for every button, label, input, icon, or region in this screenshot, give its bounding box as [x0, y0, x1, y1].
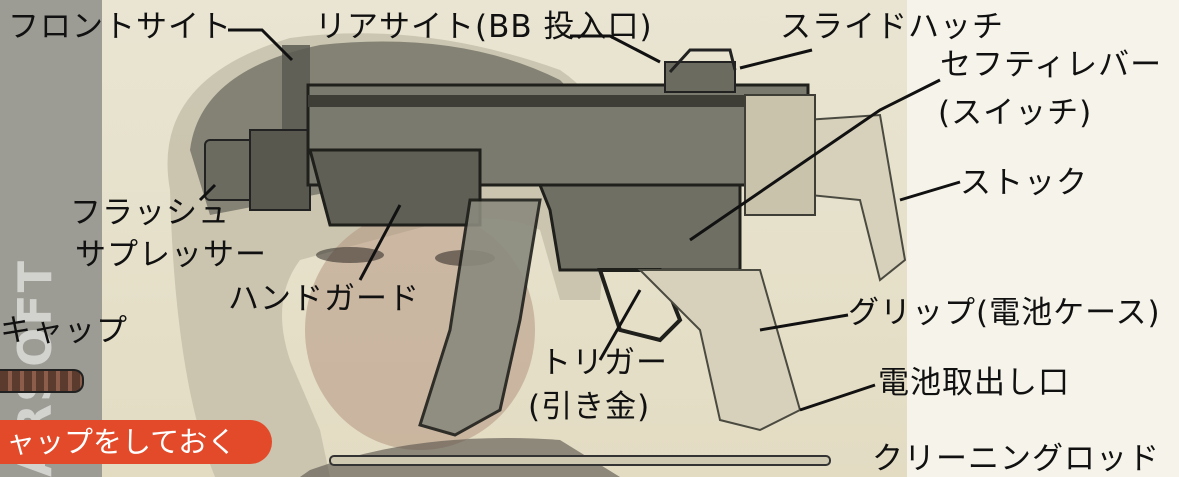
label-flash-suppressor: フラッシュ — [70, 195, 230, 231]
label-flash-suppressor-sub: サプレッサー — [75, 237, 267, 273]
label-trigger: トリガー — [540, 345, 668, 381]
cap-part-image — [0, 369, 84, 393]
leader-slide-hatch — [739, 48, 813, 70]
instruction-banner: ャップをしておく — [0, 420, 272, 464]
leader-front-sight — [228, 28, 294, 62]
label-cleaning-rod: クリーニングロッド — [872, 441, 1160, 477]
label-front-sight: フロントサイト — [8, 9, 232, 45]
leader-grip — [759, 313, 849, 332]
leader-stock — [899, 180, 961, 202]
label-stock: ストック — [960, 165, 1088, 201]
label-slide-hatch: スライドハッチ — [780, 9, 1004, 45]
leader-flash-suppressor — [198, 183, 217, 202]
label-rear-sight: リアサイト(BB 投入口) — [315, 9, 653, 45]
leader-lines — [198, 28, 961, 412]
label-trigger-sub: (引き金) — [528, 389, 651, 425]
label-grip: グリップ(電池ケース) — [848, 295, 1161, 331]
leader-handguard — [358, 204, 402, 281]
side-band: ARSOFT — [0, 0, 102, 477]
label-battery-port: 電池取出し口 — [878, 365, 1070, 401]
label-safety-lever: セフティレバー — [940, 47, 1163, 83]
label-handguard: ハンドガード — [228, 281, 420, 317]
label-cap: キャップ — [0, 313, 128, 349]
leader-safety-lever — [689, 78, 941, 242]
leader-trigger — [598, 289, 642, 361]
leader-battery-port — [799, 383, 876, 412]
leader-rear-sight — [570, 34, 661, 64]
label-safety-lever-sub: (スイッチ) — [938, 95, 1093, 131]
